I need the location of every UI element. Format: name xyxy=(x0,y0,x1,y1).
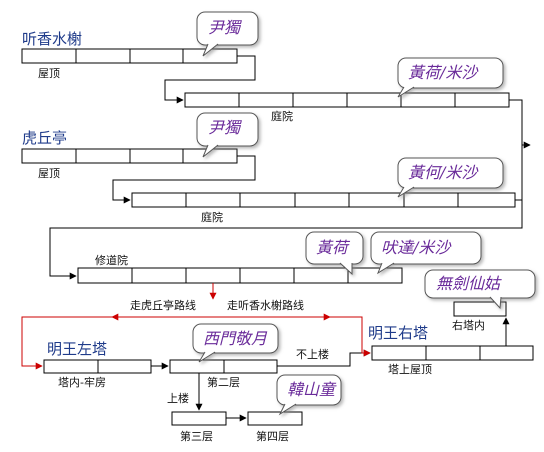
bubble-huang-2 xyxy=(397,157,504,198)
place-mingwang-right: 明王右塔 xyxy=(368,324,429,342)
label-roof-2: 屋顶 xyxy=(38,167,60,180)
bubble-text-yin-1: 尹獨 xyxy=(208,18,241,37)
bubble-yuda xyxy=(370,231,482,275)
place-mingwang-left: 明王左塔 xyxy=(47,340,108,358)
label-tanei: 塔内-牢房 xyxy=(58,376,106,389)
label-second: 第二层 xyxy=(207,376,240,389)
label-tower-roof: 塔上屋顶 xyxy=(388,363,432,376)
label-fourth: 第四层 xyxy=(256,430,289,443)
label-courtyard-2: 庭院 xyxy=(201,211,223,224)
bar-tower-roof xyxy=(371,345,534,361)
label-right-inner: 右塔内 xyxy=(452,319,485,332)
connector-roof2-courtyard2 xyxy=(112,155,256,204)
bubble-text-huang-1: 黃荷/米沙 xyxy=(408,63,478,82)
bubble-text-hanshan: 韓山童 xyxy=(287,380,336,399)
bar-third xyxy=(171,411,227,426)
bubble-hanshan xyxy=(276,374,342,416)
bubble-ximen xyxy=(192,323,279,363)
route-huqiu-label: 走虎丘亭路线 xyxy=(130,299,196,312)
label-courtyard-1: 庭院 xyxy=(271,110,293,123)
bar-courtyard-1 xyxy=(184,92,510,108)
route-up-label: 上楼 xyxy=(167,392,189,405)
connector-second-towerroof xyxy=(277,349,371,367)
bar-second xyxy=(169,359,278,374)
bubble-text-wujian: 無劍仙姑 xyxy=(436,274,501,293)
connector-courtyard1-xiudao xyxy=(49,99,523,280)
bar-tanei xyxy=(43,359,152,374)
bubble-text-huang-2: 黃何/米沙 xyxy=(408,163,478,182)
bubble-text-huang-3: 黃荷 xyxy=(316,238,349,257)
bubble-huang-3 xyxy=(305,231,364,276)
bubble-wujian xyxy=(424,269,536,310)
label-roof-1: 屋顶 xyxy=(38,67,60,80)
connector-roof1-courtyard1 xyxy=(164,55,256,104)
bubble-yin-1 xyxy=(196,11,259,57)
bar-right-inner xyxy=(453,301,507,317)
bubble-text-yin-2: 尹獨 xyxy=(208,118,241,137)
bubble-text-ximen: 西門敬月 xyxy=(203,329,268,348)
place-tingxiang: 听香水榭 xyxy=(22,30,83,48)
bubble-huang-1 xyxy=(397,57,504,98)
bubble-yin-2 xyxy=(196,112,259,158)
route-tingxiang-label: 走听香水榭路线 xyxy=(227,299,304,312)
bar-xiudao xyxy=(77,267,403,284)
label-xiudao: 修道院 xyxy=(95,254,128,267)
bubble-text-yuda: 吠達/米沙 xyxy=(381,238,451,257)
bar-courtyard-2 xyxy=(131,192,516,208)
bar-fourth xyxy=(247,411,303,426)
label-third: 第三层 xyxy=(180,430,213,443)
route-not-up-label: 不上楼 xyxy=(296,348,329,361)
place-huqiu: 虎丘亭 xyxy=(22,129,68,147)
